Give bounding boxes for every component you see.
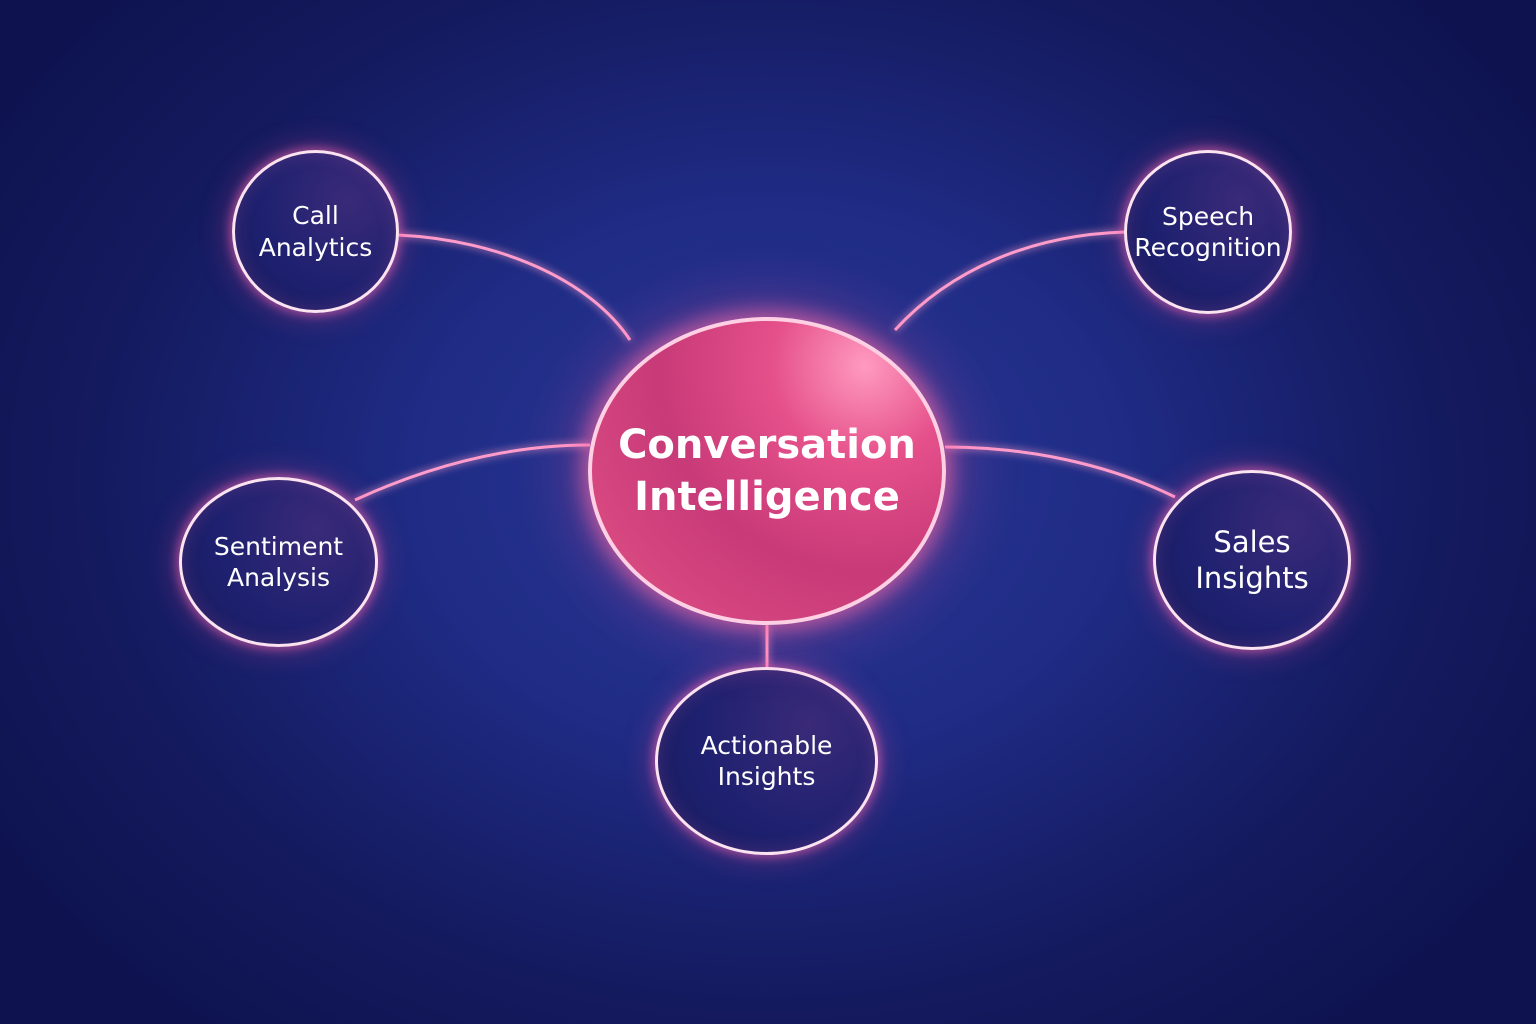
node-actionable-insights: Actionable Insights <box>655 667 878 855</box>
hub-label: Conversation <box>618 422 916 468</box>
node-sales-insights: Sales Insights <box>1153 470 1351 650</box>
link-sentiment-analysis <box>354 443 591 502</box>
link-speech-recognition <box>893 230 1126 332</box>
node-label: Analysis <box>226 563 330 592</box>
node-label: Sales <box>1213 524 1291 559</box>
node-speech-recognition: Speech Recognition <box>1124 150 1292 314</box>
node-label: Analytics <box>258 232 373 262</box>
hub-label: Intelligence <box>634 474 900 520</box>
link-sales-insights <box>944 445 1176 499</box>
node-sentiment-analysis: Sentiment Analysis <box>179 477 378 647</box>
node-call-analytics: Call Analytics <box>232 150 399 313</box>
hub-conversation-intelligence: Conversation Intelligence <box>588 317 946 625</box>
node-label: Speech <box>1161 201 1255 231</box>
node-label: Recognition <box>1134 233 1282 262</box>
link-call-analytics <box>397 233 632 341</box>
node-label: Insights <box>717 762 816 791</box>
node-label: Sentiment <box>213 531 344 561</box>
node-label: Call <box>292 201 339 231</box>
node-label: Actionable <box>700 730 833 760</box>
node-label: Insights <box>1195 561 1309 595</box>
